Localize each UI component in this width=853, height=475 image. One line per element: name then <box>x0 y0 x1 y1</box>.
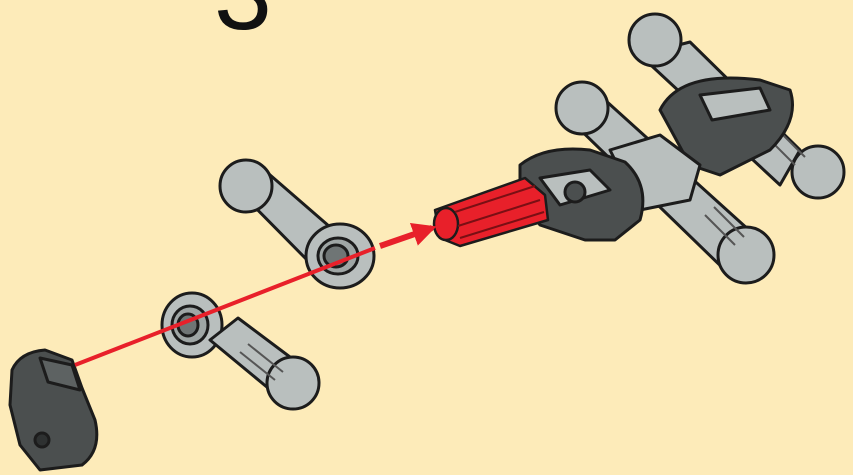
crankshaft-assembly <box>520 14 844 283</box>
red-axle <box>434 178 548 246</box>
dark-cam-part <box>10 350 97 470</box>
front-connecting-rod <box>162 293 319 409</box>
assembly-arrow <box>380 228 432 246</box>
middle-connecting-rod <box>220 160 374 288</box>
